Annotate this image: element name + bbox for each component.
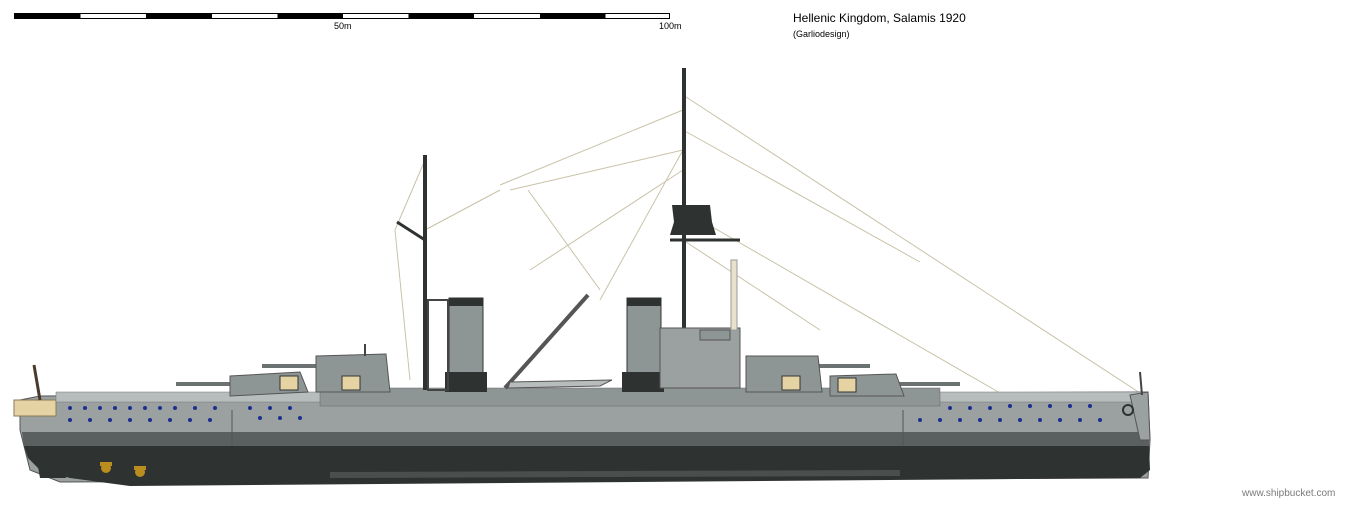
turret-fore-2 bbox=[829, 373, 960, 397]
boat-crane bbox=[503, 293, 590, 390]
stern-gallery bbox=[13, 399, 57, 417]
turret-aft-1 bbox=[176, 371, 309, 397]
funnel-aft bbox=[445, 297, 487, 392]
turret-aft-2 bbox=[262, 344, 391, 393]
boot-topping bbox=[22, 432, 1149, 446]
funnel-fore bbox=[622, 297, 664, 392]
ship-title: Hellenic Kingdom, Salamis 1920 bbox=[793, 11, 966, 25]
anchor bbox=[1122, 404, 1134, 416]
designer-credit: (Garliodesign) bbox=[793, 29, 850, 39]
watermark: www.shipbucket.com bbox=[1242, 488, 1336, 499]
fire-control-top bbox=[670, 205, 716, 235]
ship-boat bbox=[507, 379, 613, 389]
turret-fore-1 bbox=[745, 355, 870, 393]
mainmast bbox=[423, 155, 427, 390]
propeller bbox=[100, 462, 146, 477]
rudder bbox=[36, 455, 66, 478]
portholes bbox=[68, 404, 1102, 422]
scale-label-100m: 100m bbox=[659, 21, 682, 31]
scale-label-50m: 50m bbox=[334, 21, 352, 31]
scale-bar bbox=[14, 13, 670, 19]
lower-hull bbox=[24, 446, 1150, 486]
rigging-lines bbox=[394, 94, 1141, 394]
